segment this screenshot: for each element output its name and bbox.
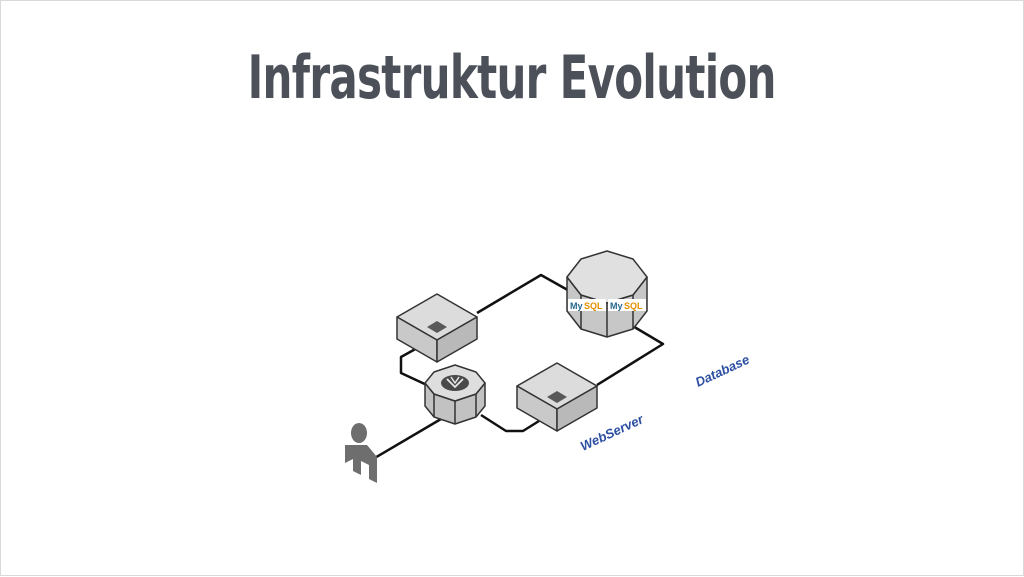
connector-loadbalancer-to-server-top: [399, 345, 430, 388]
load-balancer-icon: [441, 375, 469, 391]
mysql-logo-sql: SQL: [624, 301, 643, 311]
server-node-right[interactable]: [516, 362, 598, 432]
database-node[interactable]: My SQL My SQL: [566, 250, 648, 338]
webserver-label: WebServer: [578, 411, 647, 454]
mysql-logo-my: My: [570, 301, 583, 311]
slide-title: Infrastruktur Evolution: [247, 43, 777, 113]
connector-server-right-to-database: [596, 323, 665, 387]
database-icon: My SQL My SQL: [568, 299, 646, 311]
database-label: Database: [693, 352, 752, 390]
server-icon: [427, 321, 447, 333]
connector-server-top-to-database: [476, 273, 574, 315]
load-balancer-node[interactable]: [424, 364, 486, 425]
mysql-logo-sql: SQL: [584, 301, 603, 311]
mysql-logo-my: My: [610, 301, 623, 311]
connector-loadbalancer-to-server-right: [480, 413, 540, 433]
server-icon: [547, 391, 567, 403]
user-icon: [345, 423, 377, 483]
connector-lines: [372, 273, 665, 461]
server-node-top[interactable]: [396, 293, 478, 363]
connector-user-to-loadbalancer: [372, 417, 442, 461]
